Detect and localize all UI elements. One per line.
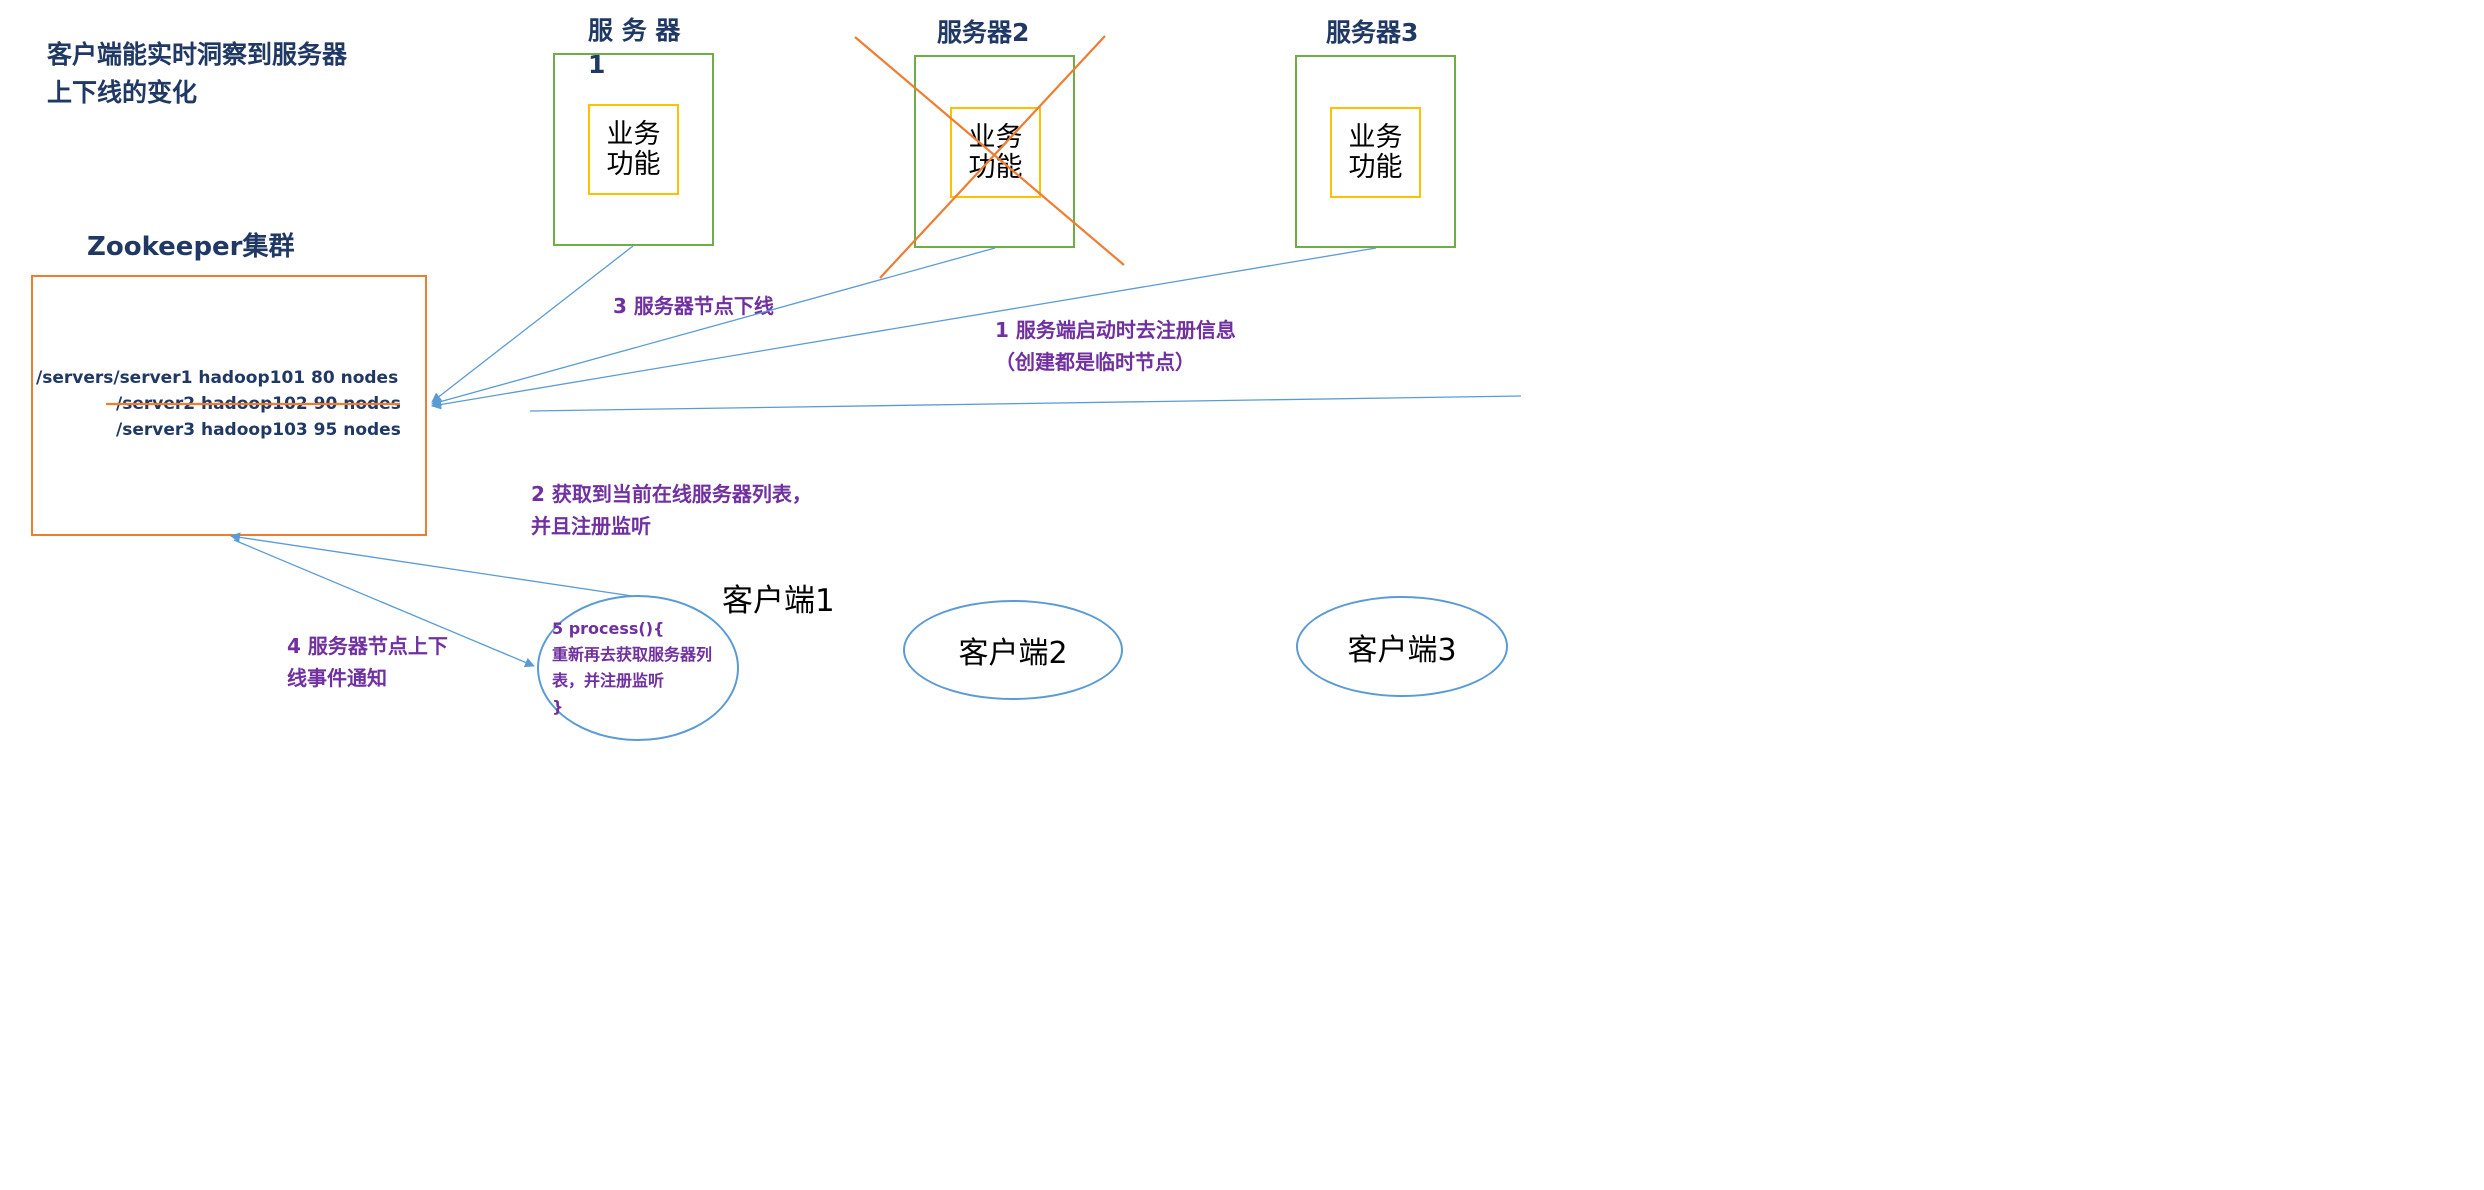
server3-register-arrow xyxy=(431,247,1377,410)
step2-label: 2 获取到当前在线服务器列表，并且注册监听 xyxy=(531,482,812,538)
notify-arrow xyxy=(233,539,535,668)
client1-watch-arrow xyxy=(230,532,633,597)
server2-box xyxy=(914,55,1075,248)
server1-register-arrow xyxy=(431,245,634,403)
server2-register-arrow xyxy=(431,247,996,407)
client3-ellipse: 客户端3 xyxy=(1296,596,1508,697)
server1-function-box: 业务 功能 xyxy=(588,104,679,195)
connector-layer xyxy=(106,35,1522,668)
server3-box xyxy=(1295,55,1456,248)
client-link-line xyxy=(529,395,1522,412)
client2-ellipse: 客户端2 xyxy=(903,600,1123,700)
server2-title: 服务器2 xyxy=(937,18,1030,47)
znode-server3: /server3 hadoop103 95 nodes xyxy=(116,420,401,440)
server3-title: 服务器3 xyxy=(1326,18,1419,47)
server2-cross-line-b xyxy=(879,35,1106,279)
server1-box xyxy=(553,53,714,246)
server2-function-box: 业务 功能 xyxy=(950,107,1041,198)
znode-server1: /servers/server1 hadoop101 80 nodes xyxy=(36,368,399,388)
zookeeper-box xyxy=(31,275,427,536)
step3-label: 3 服务器节点下线 xyxy=(613,294,774,318)
client1-ellipse: 5 process(){ 重新再去获取服务器列表，并注册监听 } xyxy=(537,595,739,741)
zookeeper-title: Zookeeper集群 xyxy=(87,232,295,262)
client3-label: 客户端3 xyxy=(1347,632,1457,668)
diagram-headline: 客户端能实时洞察到服务器上下线的变化 xyxy=(47,40,348,107)
server1-title: 服 务 器 1 xyxy=(588,16,681,79)
step1-label: 1 服务端启动时去注册信息（创建都是临时节点） xyxy=(995,318,1236,374)
server3-function-box: 业务 功能 xyxy=(1330,107,1421,198)
client1-process-text: 5 process(){ 重新再去获取服务器列表，并注册监听 } xyxy=(552,619,713,716)
client1-label: 客户端1 xyxy=(722,583,835,619)
server2-cross-line-a xyxy=(854,36,1125,266)
step4-label: 4 服务器节点上下线事件通知 xyxy=(287,634,448,690)
client2-label: 客户端2 xyxy=(958,636,1068,671)
